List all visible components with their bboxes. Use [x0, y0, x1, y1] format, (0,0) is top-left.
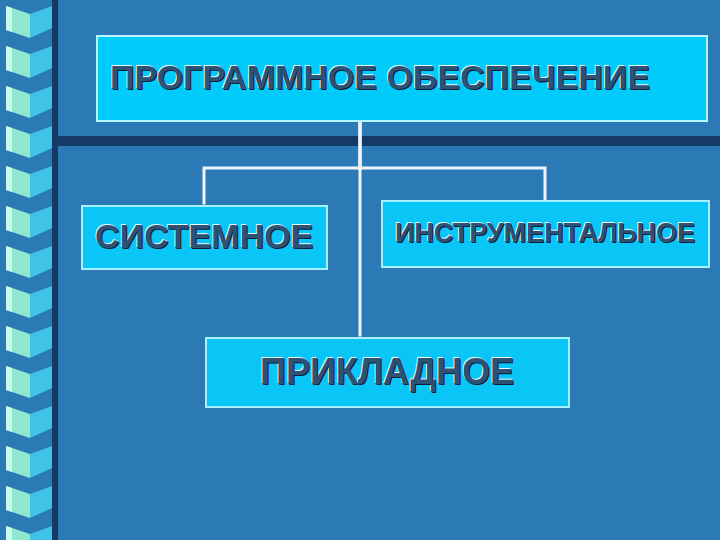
node-label: ИНСТРУМЕНТАЛЬНОЕ: [395, 219, 695, 249]
connector-line: [204, 122, 360, 205]
connector-line: [360, 122, 545, 201]
node-label: ПРИКЛАДНОЕ: [260, 352, 514, 392]
node-label: ПРОГРАММНОЕ ОБЕСПЕЧЕНИЕ: [110, 59, 650, 96]
category-box: СИСТЕМНОЕ: [81, 205, 328, 270]
root-box: ПРОГРАММНОЕ ОБЕСПЕЧЕНИЕ: [96, 35, 708, 122]
connector-line: [359, 122, 362, 337]
category-box: ПРИКЛАДНОЕ: [205, 337, 570, 408]
category-box: ИНСТРУМЕНТАЛЬНОЕ: [381, 200, 710, 268]
node-label: СИСТЕМНОЕ: [95, 218, 313, 255]
frame-bar: [52, 136, 720, 146]
binder-spiral: [0, 0, 60, 540]
